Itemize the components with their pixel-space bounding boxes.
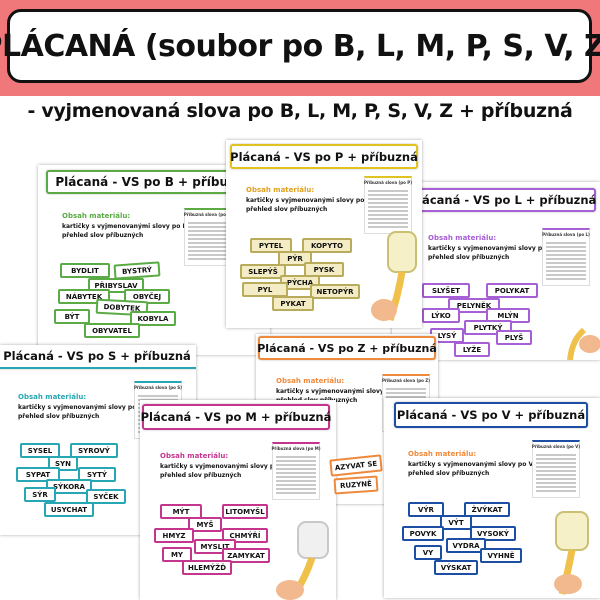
word-card: PÝR — [278, 251, 312, 266]
word-card: LITOMYŠL — [222, 504, 268, 519]
obsah-heading: Obsah materiálu: — [160, 452, 229, 460]
word-card: USYCHAT — [44, 502, 94, 517]
word-card: KOBYLA — [130, 311, 176, 326]
panel-p-header: Plácaná - VS po P + příbuzná — [230, 144, 418, 169]
panel-p: Plácaná - VS po P + příbuzná Obsah mater… — [226, 140, 422, 328]
related-words-sheet: Příbuzná slova (po V) — [532, 440, 580, 498]
word-card: PYTEL — [250, 238, 292, 253]
obsah-text: kartičky s vyjmenovanými slovy po V přeh… — [408, 461, 534, 477]
word-card: VÝT — [440, 515, 472, 530]
panel-v-header: Plácaná - VS po V + příbuzná — [394, 402, 588, 428]
related-words-sheet: Příbuzná slova (po B) — [184, 208, 232, 266]
word-card: VÝR — [408, 502, 444, 517]
word-card: SÝKORA — [46, 479, 92, 494]
word-card: LYŽE — [454, 342, 490, 357]
word-card: MYŠ — [188, 517, 222, 532]
word-card: ZAMYKAT — [222, 548, 270, 563]
word-card: SYČEK — [86, 489, 126, 504]
panel-b-header: Plácaná - VS po B + příbuzná — [46, 170, 261, 194]
word-card: SLYŠET — [422, 283, 470, 298]
page-subtitle: - vyjmenovaná slova po B, L, M, P, S, V,… — [27, 100, 573, 122]
word-card: POVYK — [402, 526, 444, 541]
fly-swatter-icon — [276, 521, 329, 600]
word-card: POLYKAT — [486, 283, 538, 298]
obsah-heading: Obsah materiálu: — [62, 212, 131, 220]
word-card: PYSK — [304, 262, 344, 277]
word-card: LÝKO — [422, 308, 460, 323]
word-card: NETOPÝR — [310, 284, 360, 299]
panel-m: Plácaná - VS po M + příbuzná Obsah mater… — [140, 400, 336, 600]
panel-l: Plácaná - VS po L + příbuzná Obsah mater… — [392, 182, 600, 360]
word-card: HLEMÝŽĎ — [182, 560, 232, 575]
obsah-text: kartičky s vyjmenovanými slovy po S přeh… — [18, 404, 143, 420]
related-words-sheet: Příbuzná slova (po P) — [364, 176, 412, 234]
word-card: VY — [414, 545, 442, 560]
page-title: PLÁCANÁ (soubor po B, L, M, P, S, V, Z) — [0, 9, 600, 83]
word-card: MY — [162, 547, 192, 562]
word-card: SYTÝ — [78, 467, 116, 482]
fly-swatter-icon — [554, 511, 589, 595]
obsah-heading: Obsah materiálu: — [18, 393, 87, 401]
word-card: BYDLIT — [60, 263, 110, 278]
word-card: SYSEL — [20, 443, 60, 458]
word-card: PYKAT — [272, 296, 314, 311]
word-card: HMYZ — [154, 528, 194, 543]
obsah-text: kartičky s vyjmenovanými slovy po P přeh… — [246, 197, 371, 213]
word-card: ŽVÝKAT — [464, 502, 510, 517]
word-card: VYSOKÝ — [470, 526, 516, 541]
word-card: SLEPÝŠ — [240, 264, 286, 279]
word-card: MÝT — [160, 504, 202, 519]
fly-swatter-icon — [371, 231, 417, 322]
word-card: PLYŠ — [496, 330, 532, 345]
obsah-heading: Obsah materiálu: — [428, 234, 497, 242]
panel-m-header: Plácaná - VS po M + příbuzná — [141, 404, 331, 430]
word-card: SYPAT — [16, 467, 60, 482]
word-card: VYHNĚ — [480, 548, 522, 563]
related-words-sheet: Příbuzná slova (po L) — [542, 228, 590, 286]
panel-s-header: Plácaná - VS po S + příbuzná — [0, 345, 196, 369]
word-card: VYDRA — [446, 538, 486, 553]
word-card: RUZYNĚ — [333, 475, 379, 495]
word-card: BÝT — [54, 309, 90, 324]
word-card: SÝR — [24, 487, 56, 502]
word-card: VÝSKAT — [434, 560, 478, 575]
panel-z-header: Plácaná - VS po Z + příbuzná — [257, 336, 437, 360]
obsah-heading: Obsah materiálu: — [246, 186, 315, 194]
word-card: SYROVÝ — [70, 443, 118, 458]
panel-l-header: Plácaná - VS po L + příbuzná — [410, 188, 596, 212]
obsah-text: kartičky s vyjmenovanými slovy po L přeh… — [428, 245, 552, 261]
word-card: OBYVATEL — [84, 323, 140, 338]
obsah-text: kartičky s vyjmenovanými slovy po M přeh… — [160, 463, 286, 479]
word-card: KOPYTO — [302, 238, 352, 253]
obsah-heading: Obsah materiálu: — [408, 450, 477, 458]
panel-v: Plácaná - VS po V + příbuzná Obsah mater… — [384, 398, 600, 598]
word-card: PYL — [242, 282, 288, 297]
word-card: BYSTRÝ — [113, 261, 161, 280]
obsah-heading: Obsah materiálu: — [276, 377, 345, 385]
obsah-text: kartičky s vyjmenovanými slovy po B přeh… — [62, 223, 187, 239]
fly-swatter-icon — [567, 327, 600, 360]
related-words-sheet: Příbuzná slova (po M) — [271, 442, 321, 500]
